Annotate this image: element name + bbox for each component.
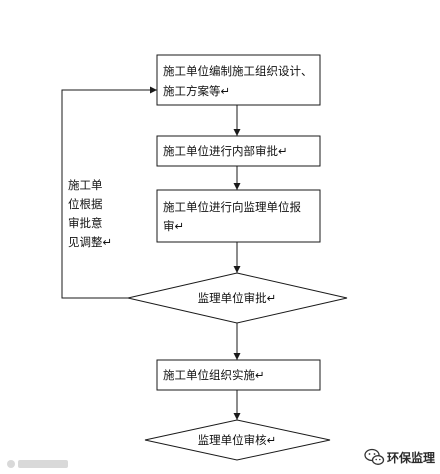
feedback-label-line2: 位根据 bbox=[68, 197, 103, 211]
step-internal-review: 施工单位进行内部审批↵ bbox=[156, 135, 321, 167]
decision-supervisor-approval: 监理单位审批↵ bbox=[127, 272, 348, 324]
step-internal-review-box bbox=[156, 135, 321, 167]
brand-badge: 环保监理 bbox=[364, 448, 435, 465]
step-submit-to-supervisor-line1: 施工单位进行向监理单位报 bbox=[163, 200, 301, 214]
step-compile-plan-line1: 施工单位编制施工组织设计、 bbox=[163, 64, 313, 78]
step-submit-to-supervisor: 施工单位进行向监理单位报 审↵ bbox=[156, 189, 321, 243]
step-submit-to-supervisor-line2: 审↵ bbox=[163, 219, 184, 233]
arrow-feedback-loop bbox=[61, 86, 157, 299]
feedback-label: 施工单 位根据 审批意 见调整↵ bbox=[68, 178, 112, 249]
decision-supervisor-audit-label: 监理单位审核↵ bbox=[198, 433, 277, 447]
step-submit-to-supervisor-box bbox=[156, 189, 321, 243]
decision-supervisor-audit-diamond bbox=[144, 419, 331, 461]
brand-account-name: 环保监理 bbox=[387, 450, 435, 465]
decision-supervisor-approval-label: 监理单位审批↵ bbox=[198, 291, 277, 305]
step-compile-plan-line2: 施工方案等↵ bbox=[163, 84, 230, 98]
step-implement-box bbox=[156, 359, 321, 391]
decision-supervisor-audit: 监理单位审核↵ bbox=[144, 419, 331, 461]
feedback-label-line4: 见调整↵ bbox=[68, 235, 112, 249]
step-compile-plan-box bbox=[156, 54, 321, 106]
step-implement-line1: 施工单位组织实施↵ bbox=[163, 368, 265, 382]
watermark bbox=[7, 460, 68, 468]
step-implement: 施工单位组织实施↵ bbox=[156, 359, 321, 391]
step-internal-review-line1: 施工单位进行内部审批↵ bbox=[163, 144, 288, 158]
step-compile-plan: 施工单位编制施工组织设计、 施工方案等↵ bbox=[156, 54, 321, 106]
feedback-label-line1: 施工单 bbox=[68, 178, 103, 192]
feedback-label-line3: 审批意 bbox=[68, 216, 103, 230]
wechat-icon bbox=[364, 448, 385, 465]
